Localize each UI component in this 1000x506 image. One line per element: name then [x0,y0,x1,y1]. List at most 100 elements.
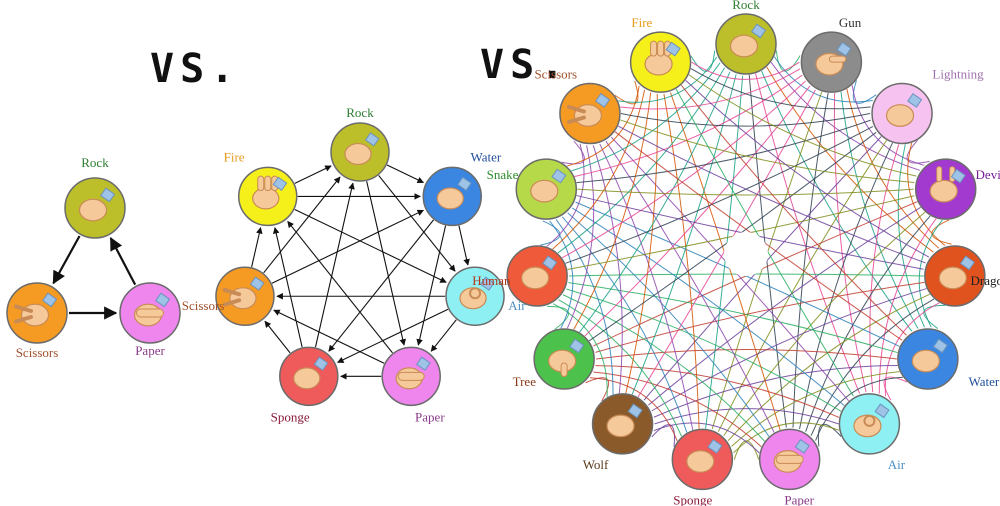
edge-rps15-devil-paper [805,215,931,432]
edge-rps15-fire-lightning [690,68,871,110]
edge-rps7-paper-fire [287,220,393,354]
edge-rps15-dragon-air [884,302,940,397]
node-rps15-gun: Gun [800,15,863,93]
node-label-lightning: Lightning [932,66,984,81]
edge-rps15-lightning-water [897,144,925,328]
node-label-tree: Tree [513,374,537,389]
edge-rps15-wolf-tree [585,377,610,402]
edge-rps7-rock-air [378,175,456,272]
edge-rps15-snake-gun [574,74,803,177]
edge-rps15-wolf-human [552,303,608,398]
node-label-sponge: Sponge [673,492,712,506]
edge-rps15-dragon-water [923,304,946,329]
node-label-air: Air [888,457,906,472]
node-rps7-water: Water [422,149,502,227]
edge-rps15-paper-wolf [653,422,760,454]
node-rps3-paper: Paper [119,282,181,358]
edge-rps15-scissors-gun [620,68,801,110]
node-rps15-human: Human [472,245,568,307]
node-rps3-scissors: Scissors [6,282,68,360]
edge-rps15-water-wolf [653,364,898,418]
fist-icon [729,23,767,58]
edge-rps15-air-snake [571,207,845,407]
edge-rps15-human-scissors [546,143,585,247]
edge-rps15-wolf-rock [631,74,737,395]
node-label-rock: Rock [346,105,374,120]
vs-label-2: VS. [480,42,570,88]
scissors-hand-icon [222,276,265,310]
edge-rps15-snake-scissors [561,140,585,165]
scissors-hand-icon [14,292,58,327]
edge-rps15-air-wolf [654,408,839,425]
edge-rps15-scissors-rock [618,56,718,103]
edge-rps15-dragon-wolf [651,288,927,412]
edge-rps15-sponge-scissors [599,143,694,431]
edge-rps15-tree-scissors [566,145,595,329]
horns-hand-icon [929,166,966,203]
edge-rps15-rock-lightning [773,56,873,103]
node-label-paper: Paper [135,343,165,358]
edge-rps15-sponge-wolf [651,424,676,447]
node-label-scissors: Scissors [182,298,225,313]
edge-rps15-lightning-devil [906,139,930,164]
node-rps7-fire: Fire [224,149,298,227]
edge-rps15-snake-rock [571,62,721,172]
edge-rps15-scissors-fire [614,80,639,105]
edge-rps15-air-sponge [733,422,840,454]
edge-rps7-water-paper [416,225,447,346]
edge-rps15-scissors-lightning [620,112,871,127]
edge-rps15-sponge-human [558,299,683,437]
hand-icon [911,338,949,373]
edge-rps15-paper-human [562,294,765,442]
ok-hand-icon [853,403,890,438]
edge-rps15-water-sponge [731,371,900,447]
edge-rps15-rock-dragon [766,66,934,253]
edge-rps7-water-sponge [328,219,434,352]
edge-rps15-devil-water [918,219,943,328]
node-rps15-rock: Rock [715,0,777,75]
node-label-dragon: Dragon [971,273,1000,288]
edge-rps15-fire-dragon [685,80,930,258]
edge-rps3-rock-scissors [52,235,81,285]
thumb-down-icon [548,338,585,377]
flat-hand-icon [773,438,810,473]
node-label-paper: Paper [415,409,445,424]
node-rps3-rock: Rock [64,155,126,239]
node-rps7-scissors: Scissors [182,266,275,327]
node-rps15-air: Air [838,393,906,472]
edge-rps15-wolf-fire [625,93,658,394]
node-label-rock: Rock [732,0,760,12]
edge-rps15-tree-rock [579,71,731,333]
hand-icon [606,403,643,438]
node-label-snake: Snake [487,167,519,182]
edge-rps15-gun-water [840,91,919,329]
edge-rps15-rock-gun [775,50,801,72]
edge-rps15-tree-gun [584,85,811,337]
edge-rps15-human-rock [557,67,726,254]
node-rps15-dragon: Dragon [924,245,1000,307]
edge-rps15-sponge-fire [663,93,700,429]
edge-rps15-scissors-devil [620,119,915,183]
edge-rps15-lightning-air [869,144,900,393]
edge-rps7-sponge-rock [314,182,355,348]
edge-rps15-scissors-dragon [618,125,926,264]
hand-icon [938,255,976,290]
hand-icon [530,168,567,203]
edge-rps15-tree-fire [573,92,652,330]
edge-rps15-gun-lightning [852,80,877,104]
node-rps15-lightning: Lightning [871,66,984,145]
hand-icon [436,176,472,210]
node-label-scissors: Scissors [534,66,577,81]
edge-rps15-tree-snake [549,220,574,329]
fist-icon [293,356,329,390]
edge-rps15-human-snake [540,220,561,246]
node-label-paper: Paper [784,492,814,506]
edge-rps7-paper-scissors [273,309,385,364]
edge-rps15-air-tree [595,365,840,418]
edge-rps15-fire-devil [688,74,917,177]
edge-rps15-wolf-snake [555,219,614,395]
edge-rps7-scissors-rock [263,176,341,274]
node-rps15-wolf: Wolf [583,393,654,472]
hand-icon [885,93,923,127]
edge-rps15-fire-water [680,84,907,336]
